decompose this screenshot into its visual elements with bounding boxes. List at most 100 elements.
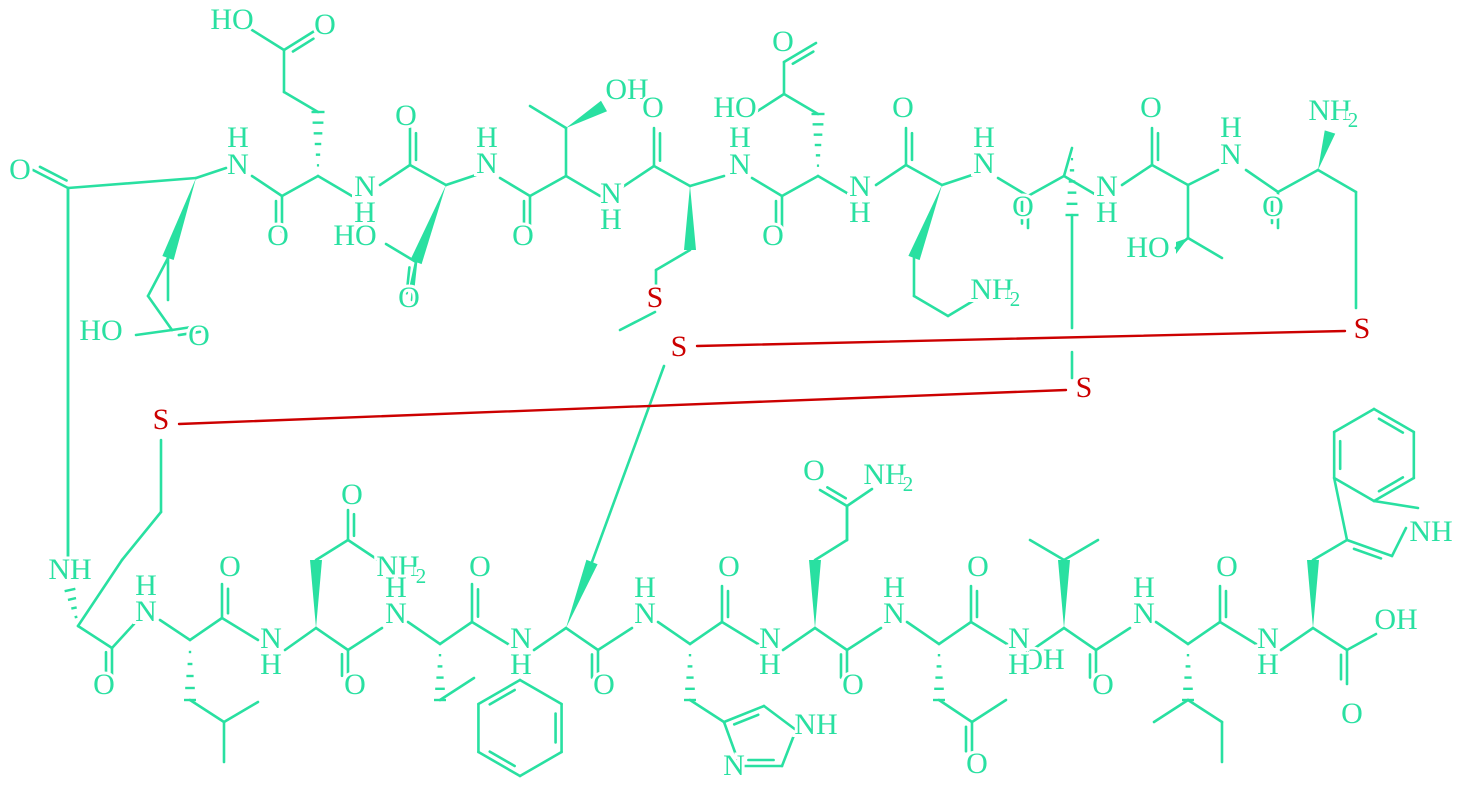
atom-label-l-n-14: N (631, 594, 659, 633)
bond (110, 622, 136, 650)
bond (71, 606, 77, 610)
bond (590, 364, 666, 564)
atom-label-text: H (1008, 648, 1030, 681)
bond (470, 620, 510, 646)
atom-label-text: S (1354, 312, 1371, 345)
atom-label-l-n-17h: H (1005, 645, 1033, 684)
atom-label-l-n-5h: H (726, 118, 754, 157)
bond (408, 163, 448, 187)
atom-label-text: O (188, 319, 210, 352)
atom-label-text: NH (1308, 94, 1351, 127)
bond (1377, 417, 1405, 434)
atom-label-text: H (227, 121, 249, 154)
bond (488, 750, 516, 768)
atom-label-l-n-15h: H (756, 645, 784, 684)
atom-label-l-n-10h: H (132, 566, 160, 605)
atom-label-l-nh2-lys: NH2 (967, 270, 1023, 314)
bond (780, 728, 798, 768)
atom-label-l-o-amide-7: O (1009, 187, 1037, 226)
atom-label-l-o-asn: O (338, 475, 366, 514)
atom-label-l-n-7: N (970, 144, 998, 183)
atom-label-text: N (476, 147, 498, 180)
atom-label-l-o-amide-15: O (715, 547, 743, 586)
stereo-hashes (64, 110, 1194, 702)
stereo-wedge (809, 560, 821, 628)
bond (1186, 698, 1224, 724)
atom-label-l-o-asp3: O (963, 744, 991, 783)
bond (1372, 499, 1420, 510)
bond (438, 676, 476, 702)
bond (1186, 620, 1222, 646)
bond (76, 558, 124, 628)
atom-label-l-n-9: N (1217, 135, 1245, 174)
atom-label-text: N (973, 147, 995, 180)
atom-label-text: H (1220, 111, 1242, 144)
stereo-wedge (410, 185, 446, 265)
stereo-wedge (1176, 238, 1188, 254)
bond (1062, 626, 1098, 652)
atom-label-text: H (135, 569, 157, 602)
bond (1030, 626, 1066, 652)
bond (720, 620, 760, 646)
atom-label-text: N (260, 622, 282, 655)
atom-label-l-n-8: N (1093, 167, 1121, 206)
atom-label-text: N (1096, 170, 1118, 203)
stereo-wedge (566, 559, 598, 628)
bond (1372, 476, 1416, 503)
bond (477, 678, 522, 706)
bond (405, 266, 411, 295)
bond (134, 328, 174, 337)
atom-label-text: N (723, 749, 745, 782)
stereo-wedge (566, 100, 608, 128)
atom-label-text: H (510, 648, 532, 681)
bond (1218, 620, 1258, 646)
atom-label-text: N (634, 597, 656, 630)
atom-label-text: O (219, 550, 241, 583)
atom-label-text: H (634, 571, 656, 604)
atom-label-text: O (1341, 697, 1363, 730)
atom-label-l-n-7h: H (970, 118, 998, 157)
bond (410, 260, 418, 302)
atom-label-text: O (967, 550, 989, 583)
bond (1372, 407, 1416, 434)
atom-label-text: H (476, 121, 498, 154)
atom-label-text: N (135, 595, 157, 628)
bond (1094, 626, 1132, 652)
bond (688, 620, 724, 646)
atom-label-l-nh-trp: NH (1406, 512, 1455, 551)
bond (782, 41, 818, 64)
atom-label-text: HO (210, 3, 253, 36)
bond (937, 620, 973, 646)
atom-label-subscript: 2 (416, 564, 427, 588)
bond (67, 596, 77, 602)
atom-label-l-n-17: N (1005, 619, 1033, 658)
bond (1026, 174, 1066, 198)
stereo-wedge (1318, 130, 1336, 170)
atom-label-text: N (729, 148, 751, 181)
bond (946, 296, 980, 318)
atom-label-l-o-gln: O (800, 451, 828, 490)
bond (1332, 476, 1376, 503)
atom-label-l-ho-asp: HO (330, 216, 379, 255)
atom-label-l-o-amide-11: O (216, 547, 244, 586)
bond (688, 698, 726, 724)
atom-label-l-n-18h: H (1130, 568, 1158, 607)
bond (314, 538, 350, 562)
stereo-wedge (908, 185, 942, 261)
atom-label-l-o-amide-4: O (639, 88, 667, 127)
bond (528, 104, 568, 130)
bond (1377, 476, 1405, 493)
atom-label-l-o-amide-16: O (839, 665, 867, 704)
bond (750, 176, 784, 198)
atom-label-text: O (772, 25, 794, 58)
atom-label-l-n-8h: H (1093, 193, 1121, 232)
atom-label-text: O (718, 550, 740, 583)
bond (1120, 163, 1154, 187)
atom-label-text: O (512, 219, 534, 252)
bond (722, 720, 742, 768)
bond (378, 163, 412, 187)
bond (518, 678, 563, 706)
bond (291, 37, 315, 53)
bond (782, 92, 820, 116)
atom-label-l-n-13: N (507, 619, 535, 658)
